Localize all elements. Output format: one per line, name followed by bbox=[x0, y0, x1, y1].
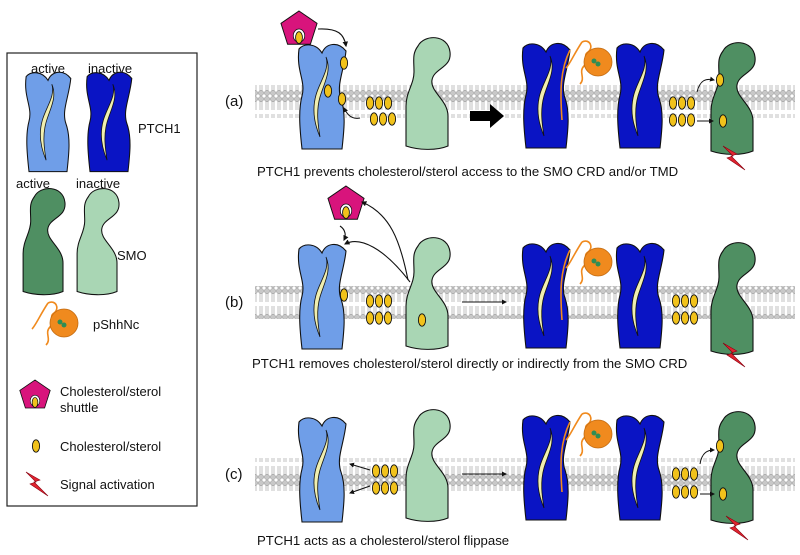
arrow-shuttle-a bbox=[317, 28, 348, 48]
panel-c-label: (c) bbox=[225, 466, 243, 483]
legend-shuttle-label-line2: shuttle bbox=[60, 400, 98, 415]
flip-arrow-c-top bbox=[349, 462, 371, 471]
legend-shh-name: pShhNc bbox=[93, 317, 140, 332]
arrow-smo-a-top bbox=[696, 76, 715, 93]
ptch1-active-a bbox=[297, 43, 349, 150]
arrow-ptch-a bbox=[343, 107, 361, 119]
panel-a: (a) bbox=[225, 11, 795, 179]
legend: active inactive PTCH1 active inactive SM… bbox=[6, 52, 198, 507]
arrow-shuttle-b1 bbox=[360, 201, 409, 281]
legend-ptch1-inactive-icon bbox=[86, 71, 133, 173]
arrow-shuttle-b3 bbox=[339, 225, 349, 241]
shuttle-a bbox=[281, 11, 317, 44]
ptch1-active-c bbox=[297, 416, 347, 523]
legend-signal-label: Signal activation bbox=[60, 477, 155, 492]
panel-b: (b) bbox=[225, 186, 795, 371]
arrow-smo-c-top bbox=[699, 447, 715, 465]
legend-sterol-label: Cholesterol/sterol bbox=[60, 439, 161, 454]
ptch1-active-b bbox=[297, 243, 349, 350]
shuttle-b bbox=[328, 186, 364, 219]
panel-b-label: (b) bbox=[225, 294, 243, 311]
legend-shuttle-label-line1: Cholesterol/sterol bbox=[60, 384, 161, 399]
arrow-shuttle-b2 bbox=[344, 239, 411, 283]
panel-a-caption: PTCH1 prevents cholesterol/sterol access… bbox=[257, 164, 678, 179]
panel-a-label: (a) bbox=[225, 93, 243, 110]
legend-ptch1-name: PTCH1 bbox=[138, 121, 181, 136]
panel-c: (c) bbox=[225, 409, 795, 548]
legend-smo-name: SMO bbox=[117, 248, 147, 263]
legend-sterol-icon bbox=[31, 439, 41, 453]
ptch1-dimer-b bbox=[521, 240, 665, 349]
legend-smo-active-label: active bbox=[16, 176, 50, 191]
legend-smo-inactive-label: inactive bbox=[76, 176, 120, 191]
big-arrow-a bbox=[470, 104, 504, 128]
ptch1-dimer-a bbox=[521, 40, 665, 149]
flip-arrow-c-bot bbox=[349, 485, 371, 495]
ptch1-dimer-c bbox=[521, 412, 665, 521]
panel-c-caption: PTCH1 acts as a cholesterol/sterol flipp… bbox=[257, 533, 509, 548]
panel-b-caption: PTCH1 removes cholesterol/sterol directl… bbox=[252, 356, 687, 371]
legend-ptch1-active-icon bbox=[25, 71, 72, 173]
